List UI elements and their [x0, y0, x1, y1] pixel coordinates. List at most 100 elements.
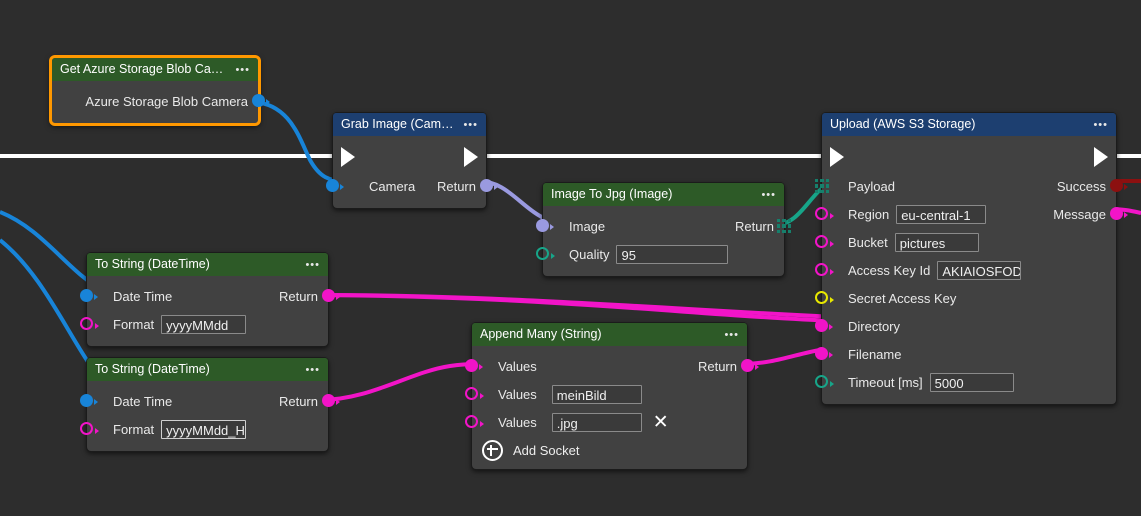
socket-input-format[interactable]	[80, 317, 99, 330]
input-label-bucket: Bucket	[848, 234, 888, 250]
socket-output-message[interactable]	[1110, 207, 1128, 220]
node-header[interactable]: Append Many (String) •••	[472, 323, 747, 346]
node-body: Values Return Values meinBild Values .jp…	[465, 346, 759, 469]
node-menu-icon[interactable]: •••	[1093, 118, 1108, 131]
node-to-string-datetime-1[interactable]: To String (DateTime) ••• Date Time Retur…	[80, 252, 340, 347]
exec-input-arrow-icon[interactable]	[341, 147, 355, 167]
input-row-bucket: Bucket pictures	[815, 228, 1116, 256]
exec-output-arrow-icon[interactable]	[1094, 147, 1108, 167]
socket-input-secret-access-key[interactable]	[815, 291, 834, 304]
format-input[interactable]: yyyyMMdd_HH	[161, 419, 247, 439]
node-header[interactable]: To String (DateTime) •••	[87, 253, 328, 276]
input-label-secret-access-key: Secret Access Key	[848, 290, 957, 306]
socket-output-return-array[interactable]	[777, 219, 791, 233]
socket-input-region[interactable]	[815, 207, 834, 220]
output-label-message: Message	[1053, 206, 1106, 222]
input-label-image: Image	[569, 218, 606, 234]
node-body: Date Time Return Format yyyyMMdd_HH	[80, 381, 340, 451]
socket-output-return[interactable]	[480, 179, 498, 192]
node-grab-image-camera[interactable]: Grab Image (Camera) ••• Camera Return	[326, 112, 498, 209]
socket-output-return[interactable]	[322, 289, 340, 302]
node-menu-icon[interactable]: •••	[235, 63, 250, 76]
node-menu-icon[interactable]: •••	[463, 118, 478, 131]
region-input[interactable]: eu-central-1	[896, 204, 987, 224]
socket-input-quality[interactable]	[536, 247, 555, 260]
node-header[interactable]: Grab Image (Camera) •••	[333, 113, 486, 136]
io-row-payload-success: Payload Success	[815, 172, 1128, 200]
io-row-region-message: Region eu-central-1 Message	[815, 200, 1128, 228]
socket-output-return[interactable]	[741, 359, 759, 372]
quality-input[interactable]: 95	[616, 244, 729, 264]
node-header[interactable]: Image To Jpg (Image) •••	[543, 183, 784, 206]
socket-input-values-1[interactable]	[465, 359, 483, 372]
socket-input-filename[interactable]	[815, 347, 833, 360]
format-input[interactable]: yyyyMMdd	[161, 314, 247, 334]
node-title: Image To Jpg (Image)	[551, 187, 673, 201]
input-row-access-key-id: Access Key Id AKIAIOSFODNN	[815, 256, 1116, 284]
values-input-3[interactable]: .jpg	[551, 412, 642, 432]
input-label-values-3: Values	[498, 414, 537, 430]
node-header[interactable]: To String (DateTime) •••	[87, 358, 328, 381]
node-body: Date Time Return Format yyyyMMdd	[80, 276, 340, 346]
socket-output-return[interactable]	[322, 394, 340, 407]
exec-output-arrow-icon[interactable]	[464, 147, 478, 167]
io-row-datetime: Date Time Return	[80, 282, 340, 310]
node-body: Camera Return	[326, 136, 498, 208]
input-row-directory: Directory	[815, 312, 1116, 340]
input-label-values-1: Values	[498, 358, 537, 374]
socket-input-timeout[interactable]	[815, 375, 834, 388]
output-label: Azure Storage Blob Camera	[85, 93, 248, 109]
socket-input-directory[interactable]	[815, 319, 833, 332]
socket-input-date-time[interactable]	[80, 394, 98, 407]
socket-output-success[interactable]	[1110, 179, 1128, 192]
node-append-many-string[interactable]: Append Many (String) ••• Values Return V…	[465, 322, 759, 470]
socket-input-date-time[interactable]	[80, 289, 98, 302]
socket-input-image[interactable]	[536, 219, 554, 232]
node-to-string-datetime-2[interactable]: To String (DateTime) ••• Date Time Retur…	[80, 357, 340, 452]
bucket-input[interactable]: pictures	[894, 232, 979, 252]
input-row-filename: Filename	[815, 340, 1116, 368]
input-label-format: Format	[113, 421, 155, 437]
socket-input-values-3[interactable]	[465, 415, 484, 428]
output-row-camera: Azure Storage Blob Camera	[52, 87, 270, 115]
node-title: To String (DateTime)	[95, 257, 210, 271]
socket-input-access-key-id[interactable]	[815, 263, 834, 276]
node-header[interactable]: Get Azure Storage Blob Camera •••	[52, 58, 258, 81]
exec-row	[822, 142, 1116, 172]
node-image-to-jpg[interactable]: Image To Jpg (Image) ••• Image Return Qu…	[536, 182, 791, 277]
node-title: Upload (AWS S3 Storage)	[830, 117, 976, 131]
socket-input-values-2[interactable]	[465, 387, 484, 400]
exec-input-arrow-icon[interactable]	[830, 147, 844, 167]
socket-input-bucket[interactable]	[815, 235, 834, 248]
add-socket-button[interactable]: Add Socket	[472, 436, 747, 461]
input-label-region: Region	[848, 206, 890, 222]
socket-input-payload-array[interactable]	[815, 179, 829, 193]
socket-input-format[interactable]	[80, 422, 99, 435]
node-menu-icon[interactable]: •••	[305, 363, 320, 376]
input-row-quality: Quality 95	[536, 240, 784, 268]
node-header[interactable]: Upload (AWS S3 Storage) •••	[822, 113, 1116, 136]
node-title: Grab Image (Camera)	[341, 117, 456, 131]
node-title: Get Azure Storage Blob Camera	[60, 62, 228, 76]
node-menu-icon[interactable]: •••	[761, 188, 776, 201]
node-menu-icon[interactable]: •••	[724, 328, 739, 341]
exec-row	[333, 142, 486, 172]
timeout-input[interactable]: 5000	[929, 372, 1014, 392]
values-input-2[interactable]: meinBild	[551, 384, 642, 404]
node-get-azure-storage-blob-camera[interactable]: Get Azure Storage Blob Camera ••• Azure …	[50, 56, 270, 125]
node-title: To String (DateTime)	[95, 362, 210, 376]
node-menu-icon[interactable]: •••	[305, 258, 320, 271]
output-label-return: Return	[278, 393, 318, 409]
plus-circle-icon	[482, 440, 503, 461]
input-label-directory: Directory	[848, 318, 901, 334]
socket-input-camera[interactable]	[326, 179, 344, 192]
input-label-quality: Quality	[569, 246, 610, 262]
remove-socket-icon[interactable]: ✕	[652, 411, 669, 433]
access-key-id-input[interactable]: AKIAIOSFODNN	[937, 260, 1022, 280]
node-title: Append Many (String)	[480, 327, 602, 341]
node-upload-aws-s3-storage[interactable]: Upload (AWS S3 Storage) ••• Payload Succ…	[815, 112, 1128, 405]
input-label-values-2: Values	[498, 386, 537, 402]
socket-output-camera[interactable]	[252, 94, 270, 107]
output-label-return: Return	[436, 178, 476, 194]
